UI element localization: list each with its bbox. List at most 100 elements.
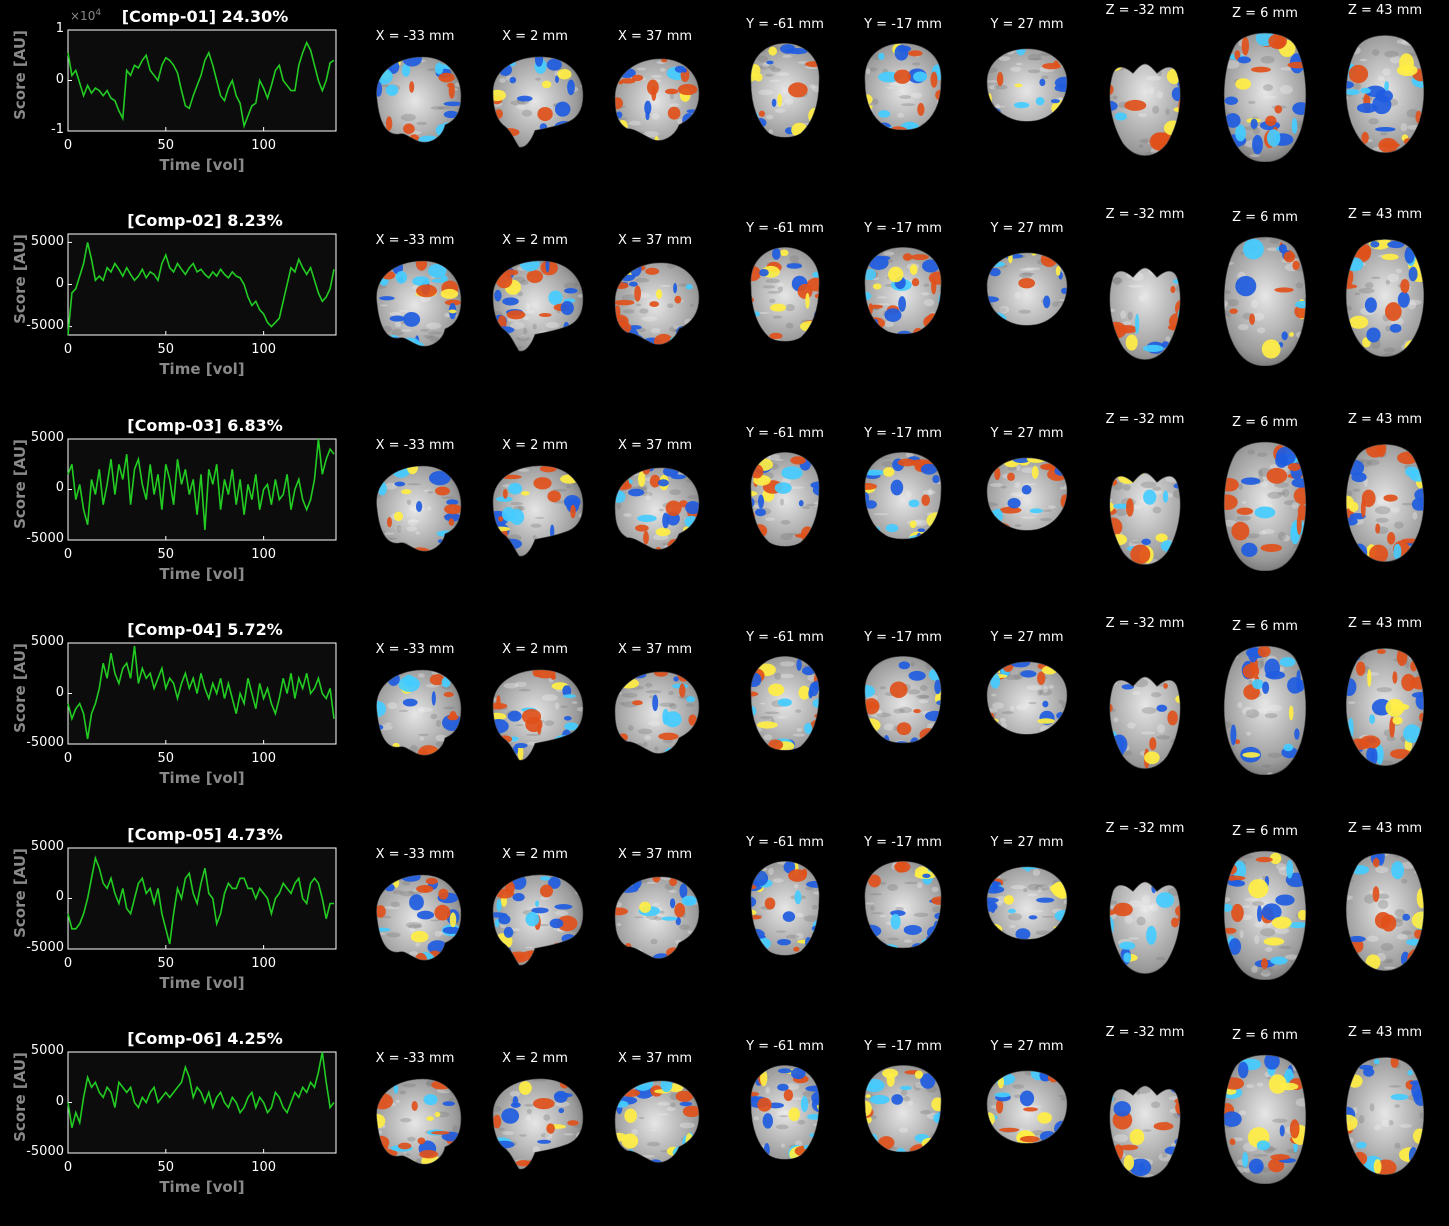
brain-map (1109, 1085, 1181, 1178)
brain-slice-fill (987, 48, 1067, 122)
brain-map (864, 656, 942, 744)
brain-map (614, 671, 700, 754)
slice-coordinate-label: Y = -17 mm (864, 834, 942, 850)
brain-slice: X = 2 mm (485, 0, 585, 170)
brain-slice: Z = 6 mm (1215, 0, 1315, 170)
brain-slice: Y = -61 mm (735, 818, 835, 988)
slice-coordinate-label: X = -33 mm (375, 233, 455, 249)
brain-map (1109, 676, 1181, 770)
slice-coordinate-label: Z = -32 mm (1105, 820, 1185, 836)
brain-map (492, 1078, 584, 1170)
brain-map (1223, 646, 1307, 776)
brain-slice: X = 2 mm (485, 1022, 585, 1192)
brain-slice: Y = -17 mm (853, 204, 953, 374)
x-tick-label: 0 (63, 955, 73, 971)
component-title: [Comp-04] 5.72% (127, 620, 283, 640)
brain-slice-fill (615, 1080, 699, 1163)
slice-coordinate-label: X = -33 mm (375, 1051, 455, 1066)
brain-map (750, 43, 820, 138)
slice-coordinate-label: Y = 27 mm (990, 425, 1064, 441)
x-axis-label: Time [vol] (159, 156, 245, 174)
brain-map (1345, 444, 1425, 562)
brain-slice-fill (987, 662, 1067, 735)
brain-map (1109, 472, 1181, 565)
brain-slice: X = 37 mm (605, 1022, 705, 1192)
brain-map (986, 252, 1068, 327)
brain-map (614, 58, 700, 141)
brain-map (376, 465, 462, 552)
slice-coordinate-label: Z = -32 mm (1105, 3, 1185, 18)
brain-map (986, 866, 1068, 940)
brain-map (614, 1080, 700, 1163)
slice-coordinate-label: Y = 27 mm (990, 221, 1064, 237)
brain-map (492, 465, 584, 557)
brain-slice-fill (1346, 35, 1424, 153)
slice-coordinate-label: Z = 6 mm (1232, 1028, 1298, 1043)
brain-slice: Y = 27 mm (977, 204, 1077, 374)
brain-map (750, 656, 820, 751)
x-tick-label: 100 (251, 342, 277, 358)
x-tick-label: 50 (157, 1160, 175, 1175)
slice-coordinate-label: Y = -61 mm (746, 425, 824, 441)
brain-slice: Y = -61 mm (735, 1022, 835, 1192)
brain-slice-fill (864, 656, 942, 744)
brain-map (1345, 239, 1425, 358)
brain-slice-fill (864, 452, 942, 539)
x-axis-label: Time [vol] (159, 769, 245, 788)
slice-coordinate-label: Z = 43 mm (1347, 1025, 1423, 1040)
slice-coordinate-label: Y = -61 mm (746, 17, 824, 32)
brain-slice: Y = -61 mm (735, 409, 835, 579)
x-tick-label: 0 (63, 1160, 73, 1175)
brain-slice: Z = 43 mm (1335, 409, 1435, 579)
brain-map (1223, 1054, 1307, 1184)
brain-slice: X = 37 mm (605, 409, 705, 579)
brain-map (376, 56, 462, 143)
slice-coordinate-label: Y = 27 mm (990, 1039, 1064, 1054)
brain-slice: Y = 27 mm (977, 613, 1077, 783)
brain-map (492, 669, 584, 761)
slice-coordinate-label: X = 37 mm (617, 1051, 693, 1066)
y-axis-label: Score [AU] (11, 438, 29, 529)
x-tick-label: 50 (157, 546, 175, 562)
brain-map (614, 467, 700, 550)
slice-coordinate-label: X = -33 mm (375, 29, 455, 44)
brain-map (1109, 268, 1181, 361)
x-axis-label: Time [vol] (159, 973, 245, 992)
slice-coordinate-label: X = 37 mm (617, 233, 693, 249)
brain-map (1109, 881, 1181, 974)
brain-map (1345, 852, 1425, 971)
brain-slice-fill (987, 1070, 1067, 1144)
brain-map (1345, 1057, 1425, 1176)
slice-coordinate-label: Z = 43 mm (1347, 820, 1423, 836)
brain-slice-fill (493, 874, 583, 965)
x-tick-label: 50 (157, 955, 175, 971)
brain-map (986, 48, 1068, 122)
brain-slice: Z = -32 mm (1095, 613, 1195, 783)
timecourse-axes (67, 642, 337, 745)
brain-slice: Y = 27 mm (977, 0, 1077, 170)
brain-slice: X = -33 mm (365, 613, 465, 783)
slice-coordinate-label: Z = 6 mm (1232, 210, 1298, 226)
brain-slice: Z = 43 mm (1335, 204, 1435, 374)
slice-coordinate-label: X = 2 mm (502, 846, 568, 862)
brain-slice: X = -33 mm (365, 1022, 465, 1192)
brain-slice-fill (1346, 444, 1424, 562)
brain-slice-fill (987, 253, 1067, 326)
brain-map (1109, 63, 1181, 156)
brain-map (492, 874, 584, 965)
timecourse-line (67, 438, 335, 530)
slice-coordinate-label: Y = 27 mm (990, 17, 1064, 32)
y-tick-label: 0 (55, 684, 64, 700)
y-tick-label: -5000 (26, 735, 64, 751)
brain-slice: Y = 27 mm (977, 409, 1077, 579)
component-title: [Comp-02] 8.23% (127, 211, 283, 231)
brain-map (1223, 32, 1307, 162)
brain-slice-fill (864, 860, 942, 948)
brain-map (864, 451, 942, 540)
